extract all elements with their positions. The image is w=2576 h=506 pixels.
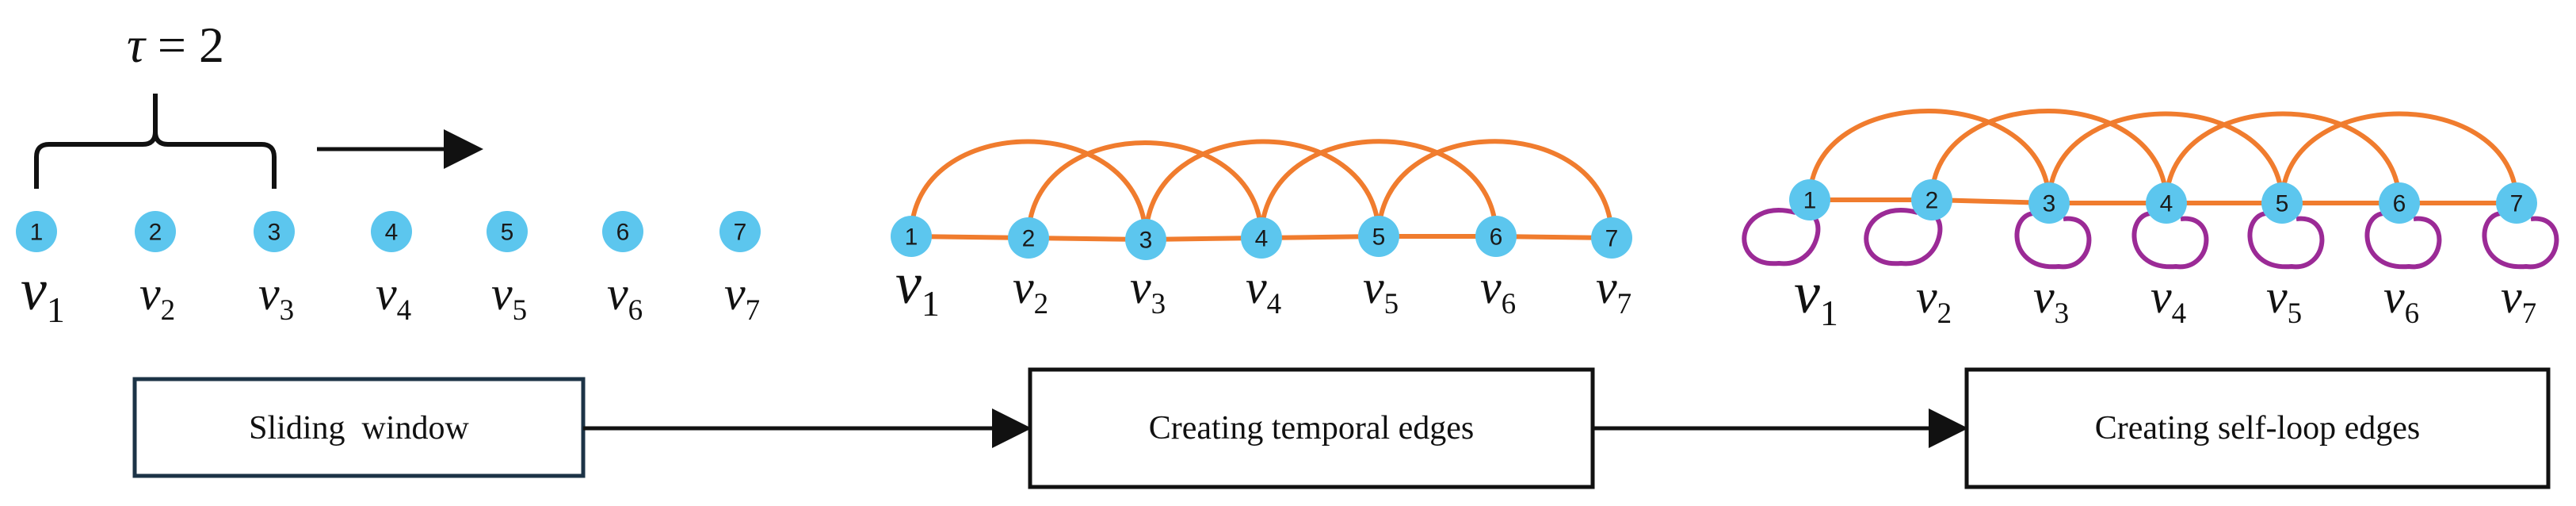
temporal-temporal-edge-2-4 — [1026, 140, 1264, 239]
window-node-7 — [719, 211, 761, 252]
selfloop-node-number-5: 5 — [2276, 191, 2289, 217]
selfloop-temporal-edge-4-6 — [2164, 111, 2402, 204]
window-variable-label-2: v2 — [139, 267, 175, 327]
temporal-node-number-2: 2 — [1022, 226, 1036, 252]
temporal-variable-label-7: v7 — [1596, 261, 1631, 320]
temporal-node-2 — [1008, 217, 1049, 259]
temporal-variable-label-3: v3 — [1130, 261, 1166, 320]
window-node-1 — [16, 211, 57, 252]
temporal-variable-label-4: v4 — [1246, 261, 1281, 320]
selfloop-node-6 — [2379, 182, 2420, 224]
step-box-self-loop-edges — [1964, 367, 2551, 489]
window-variable-label-3: v3 — [258, 267, 294, 327]
temporal-node-number-3: 3 — [1139, 228, 1153, 254]
selfloop-variable-label-3: v3 — [2033, 270, 2069, 330]
window-node-3 — [254, 211, 295, 252]
selfloop-node-7 — [2496, 182, 2537, 224]
self-loop-edge-1 — [1742, 208, 1821, 266]
window-node-number-3: 3 — [268, 220, 281, 246]
temporal-temporal-edge-3-5 — [1143, 139, 1381, 240]
step-box-sliding-window — [132, 377, 586, 478]
selfloop-node-4 — [2146, 182, 2187, 224]
selfloop-temporal-edge-2-4 — [1929, 109, 2169, 204]
self-loop-edge-2 — [1864, 208, 1943, 266]
selfloop-variable-label-1: v1 — [1794, 261, 1838, 333]
selfloop-node-number-6: 6 — [2393, 191, 2406, 217]
self-loop-edges — [1742, 208, 2559, 270]
selfloop-node-number-1: 1 — [1803, 188, 1817, 214]
tau-label: τ = 2 — [127, 17, 224, 73]
selfloop-node-1 — [1789, 179, 1830, 220]
window-brace — [34, 94, 277, 189]
temporal-node-number-5: 5 — [1372, 224, 1386, 251]
selfloop-variable-label-7: v7 — [2501, 270, 2536, 330]
temporal-node-4 — [1241, 217, 1282, 259]
temporal-node-number-4: 4 — [1255, 226, 1269, 252]
window-node-number-7: 7 — [734, 220, 747, 246]
selfloop-variable-label-5: v5 — [2266, 270, 2302, 330]
temporal-node-7 — [1591, 217, 1632, 259]
selfloop-variable-label-2: v2 — [1916, 270, 1952, 330]
window-node-5 — [487, 211, 528, 252]
self-loop-edge-3 — [2014, 211, 2092, 270]
panel-sliding-window: τ = 2 1 v1 2 v2 3 v3 4 v4 5 v5 6 v6 7 v7 — [16, 17, 761, 330]
window-node-4 — [371, 211, 412, 252]
window-variable-label-7: v7 — [724, 267, 760, 327]
self-loop-edge-4 — [2131, 211, 2209, 270]
selfloop-node-number-7: 7 — [2510, 191, 2524, 217]
window-variable-label-4: v4 — [376, 267, 411, 327]
selfloop-variable-label-6: v6 — [2383, 270, 2419, 330]
selfloop-node-number-4: 4 — [2160, 191, 2173, 217]
temporal-node-number-6: 6 — [1490, 224, 1503, 251]
process-flow: Sliding window Creating temporal edges C… — [132, 367, 2551, 489]
temporal-node-1 — [891, 216, 932, 257]
temporal-variable-label-2: v2 — [1013, 261, 1048, 320]
selfloop-node-number-2: 2 — [1925, 188, 1939, 214]
step-label-sliding-window: Sliding window — [249, 410, 469, 447]
selfloop-temporal-edge-1-3 — [1807, 109, 2051, 204]
panel-self-loop-edges: 1 v1 2 v2 3 v3 4 v4 5 v5 6 v6 7 v7 — [1742, 109, 2559, 333]
temporal-variable-label-5: v5 — [1363, 261, 1399, 320]
temporal-temporal-edge-4-6 — [1259, 139, 1498, 239]
window-node-number-6: 6 — [616, 220, 630, 246]
temporal-temporal-edge-1-3 — [909, 139, 1148, 240]
temporal-variable-label-1: v1 — [895, 251, 940, 324]
window-variable-label-5: v5 — [491, 267, 527, 327]
temporal-node-6 — [1475, 216, 1517, 257]
selfloop-node-2 — [1911, 179, 1952, 220]
window-node-number-5: 5 — [501, 220, 514, 246]
temporal-node-number-7: 7 — [1605, 226, 1619, 252]
self-loop-edge-5 — [2247, 211, 2325, 270]
step-box-temporal-edges — [1028, 367, 1595, 489]
window-variable-label-1: v1 — [21, 258, 65, 330]
selfloop-node-5 — [2261, 182, 2303, 224]
window-node-number-1: 1 — [30, 220, 44, 246]
temporal-node-number-1: 1 — [905, 224, 918, 251]
selfloop-node-number-3: 3 — [2043, 191, 2056, 217]
temporal-temporal-edge-5-7 — [1376, 139, 1614, 239]
self-loop-edge-7 — [2482, 211, 2559, 270]
selfloop-node-3 — [2028, 182, 2070, 224]
step-label-temporal-edges: Creating temporal edges — [1149, 410, 1475, 447]
step-label-self-loop-edges: Creating self-loop edges — [2095, 410, 2421, 447]
window-node-6 — [602, 211, 643, 252]
temporal-node-5 — [1358, 216, 1399, 257]
panel-temporal-edges: 1v1 2 v2 3 v3 4 v4 5 v5 6 v6 7 v7 — [891, 139, 1632, 324]
temporal-node-3 — [1125, 219, 1166, 260]
window-variable-label-6: v6 — [607, 267, 643, 327]
selfloop-temporal-edge-5-7 — [2280, 111, 2519, 204]
selfloop-variable-label-4: v4 — [2150, 270, 2186, 330]
self-loop-edge-6 — [2364, 211, 2442, 270]
window-node-number-4: 4 — [385, 220, 399, 246]
window-node-2 — [135, 211, 176, 252]
selfloop-temporal-edge-3-5 — [2047, 111, 2284, 204]
window-node-number-2: 2 — [149, 220, 162, 246]
temporal-variable-label-6: v6 — [1480, 261, 1516, 320]
